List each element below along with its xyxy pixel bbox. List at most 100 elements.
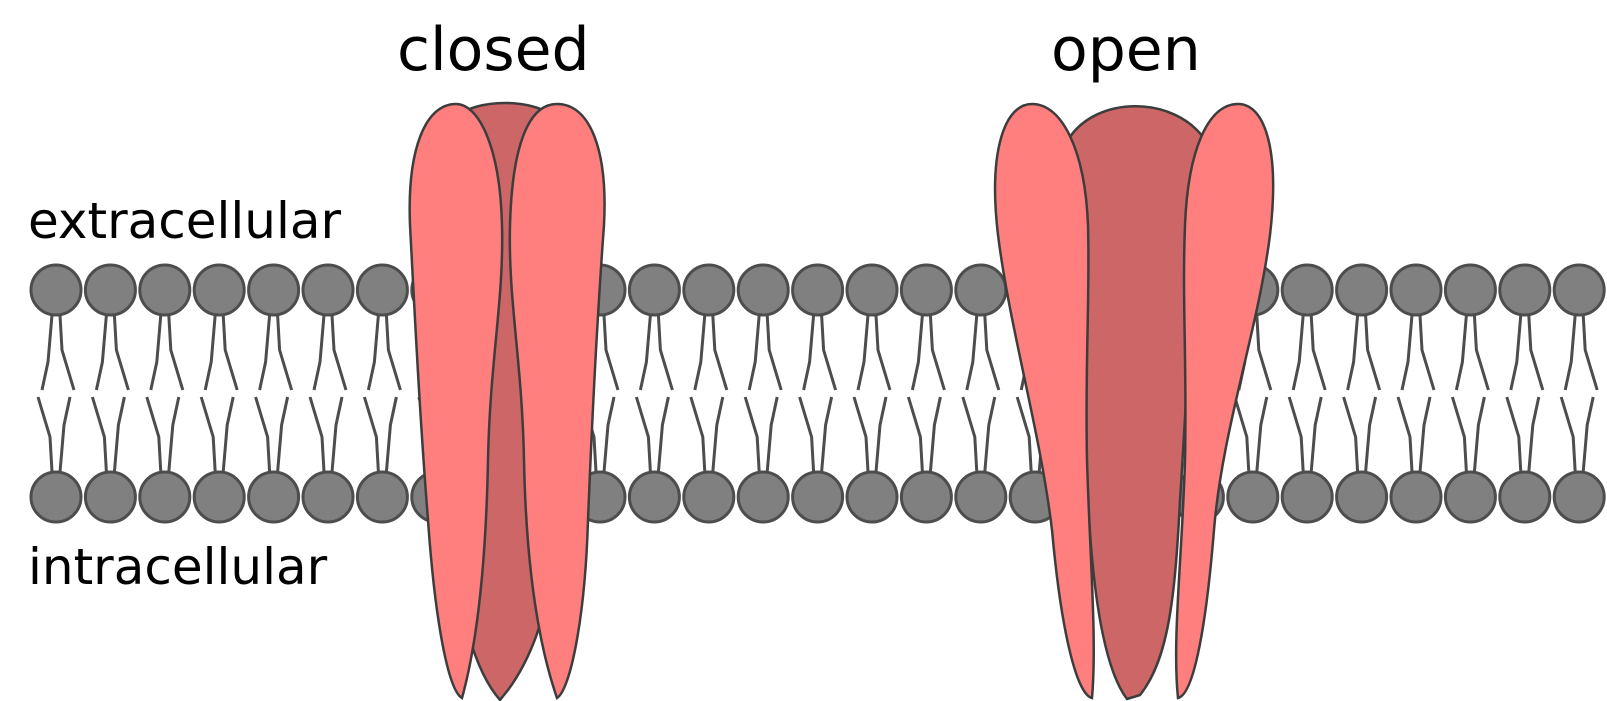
lipid-tail: [713, 315, 727, 390]
lipid-tail: [1583, 397, 1593, 472]
lipid-tail: [1474, 397, 1484, 472]
lipid-tail: [804, 315, 814, 390]
lipid-tail: [1366, 315, 1380, 390]
lipid-tail: [876, 397, 886, 472]
lipid-pair: [901, 265, 951, 522]
lipid-tail: [1452, 397, 1466, 472]
open-channel-right-subunit: [1176, 104, 1273, 698]
lipid-tail: [60, 315, 74, 390]
lipid-tail: [658, 315, 672, 390]
lipid-bilayer: [31, 265, 1604, 522]
lipid-head: [629, 472, 679, 522]
lipid-tail: [386, 397, 396, 472]
lipid-tail: [749, 315, 759, 390]
lipid-head: [1500, 472, 1550, 522]
lipid-tail: [658, 397, 668, 472]
lipid-tail: [1366, 397, 1376, 472]
lipid-tail: [92, 397, 106, 472]
lipid-pair: [956, 265, 1006, 522]
lipid-head: [956, 472, 1006, 522]
lipid-tail: [1583, 315, 1597, 390]
lipid-pair: [738, 265, 788, 522]
lipid-tail: [1456, 315, 1466, 390]
lipid-head: [85, 472, 135, 522]
lipid-tail: [963, 397, 977, 472]
open-channel: [995, 104, 1273, 699]
lipid-pair: [31, 265, 81, 522]
lipid-tail: [147, 397, 161, 472]
open-state-label: open: [1051, 20, 1201, 80]
lipid-head: [1554, 265, 1604, 315]
lipid-head: [793, 265, 843, 315]
lipid-tail: [332, 315, 346, 390]
lipid-tail: [822, 397, 832, 472]
lipid-tail: [169, 397, 179, 472]
lipid-tail: [114, 315, 128, 390]
lipid-pair: [684, 265, 734, 522]
lipid-head: [684, 472, 734, 522]
lipid-pair: [1282, 265, 1332, 522]
lipid-head: [1391, 472, 1441, 522]
lipid-tail: [1289, 397, 1303, 472]
lipid-tail: [1311, 315, 1325, 390]
lipid-tail: [278, 397, 288, 472]
lipid-tail: [278, 315, 292, 390]
lipid-pair: [847, 265, 897, 522]
lipid-tail: [310, 397, 324, 472]
lipid-tail: [604, 315, 618, 390]
lipid-head: [684, 265, 734, 315]
lipid-tail: [604, 397, 614, 472]
lipid-tail: [169, 315, 183, 390]
lipid-tail: [38, 397, 52, 472]
lipid-head: [249, 265, 299, 315]
lipid-pair: [793, 265, 843, 522]
lipid-head: [194, 265, 244, 315]
lipid-tail: [908, 397, 922, 472]
lipid-head: [901, 265, 951, 315]
lipid-tail: [854, 397, 868, 472]
lipid-tail: [364, 397, 378, 472]
lipid-tail: [1257, 397, 1267, 472]
lipid-tail: [695, 315, 705, 390]
lipid-pair: [357, 265, 407, 522]
lipid-head: [1337, 472, 1387, 522]
lipid-tail: [42, 315, 52, 390]
lipid-pair: [85, 265, 135, 522]
lipid-head: [629, 265, 679, 315]
lipid-head: [847, 265, 897, 315]
lipid-pair: [140, 265, 190, 522]
lipid-tail: [205, 315, 215, 390]
lipid-pair: [629, 265, 679, 522]
open-channel-left-subunit: [995, 104, 1094, 698]
lipid-pair: [303, 265, 353, 522]
lipid-head: [140, 265, 190, 315]
lipid-tail: [985, 315, 999, 390]
lipid-tail: [223, 397, 233, 472]
lipid-tail: [260, 315, 270, 390]
lipid-tail: [1420, 315, 1434, 390]
lipid-tail: [745, 397, 759, 472]
lipid-tail: [1402, 315, 1412, 390]
intracellular-label: intracellular: [28, 542, 327, 592]
lipid-head: [1228, 472, 1278, 522]
lipid-pair: [1445, 265, 1495, 522]
lipid-tail: [1420, 397, 1430, 472]
lipid-head: [1282, 265, 1332, 315]
lipid-pair: [1391, 265, 1441, 522]
lipid-head: [847, 472, 897, 522]
lipid-head: [1445, 472, 1495, 522]
lipid-tail: [1511, 315, 1521, 390]
lipid-tail: [967, 315, 977, 390]
lipid-head: [31, 472, 81, 522]
lipid-tail: [640, 315, 650, 390]
lipid-head: [357, 265, 407, 315]
lipid-tail: [1565, 315, 1575, 390]
lipid-tail: [858, 315, 868, 390]
lipid-tail: [636, 397, 650, 472]
lipid-pair: [1554, 265, 1604, 522]
lipid-head: [1337, 265, 1387, 315]
lipid-tail: [1311, 397, 1321, 472]
lipid-head: [1445, 265, 1495, 315]
lipid-head: [194, 472, 244, 522]
lipid-tail: [876, 315, 890, 390]
